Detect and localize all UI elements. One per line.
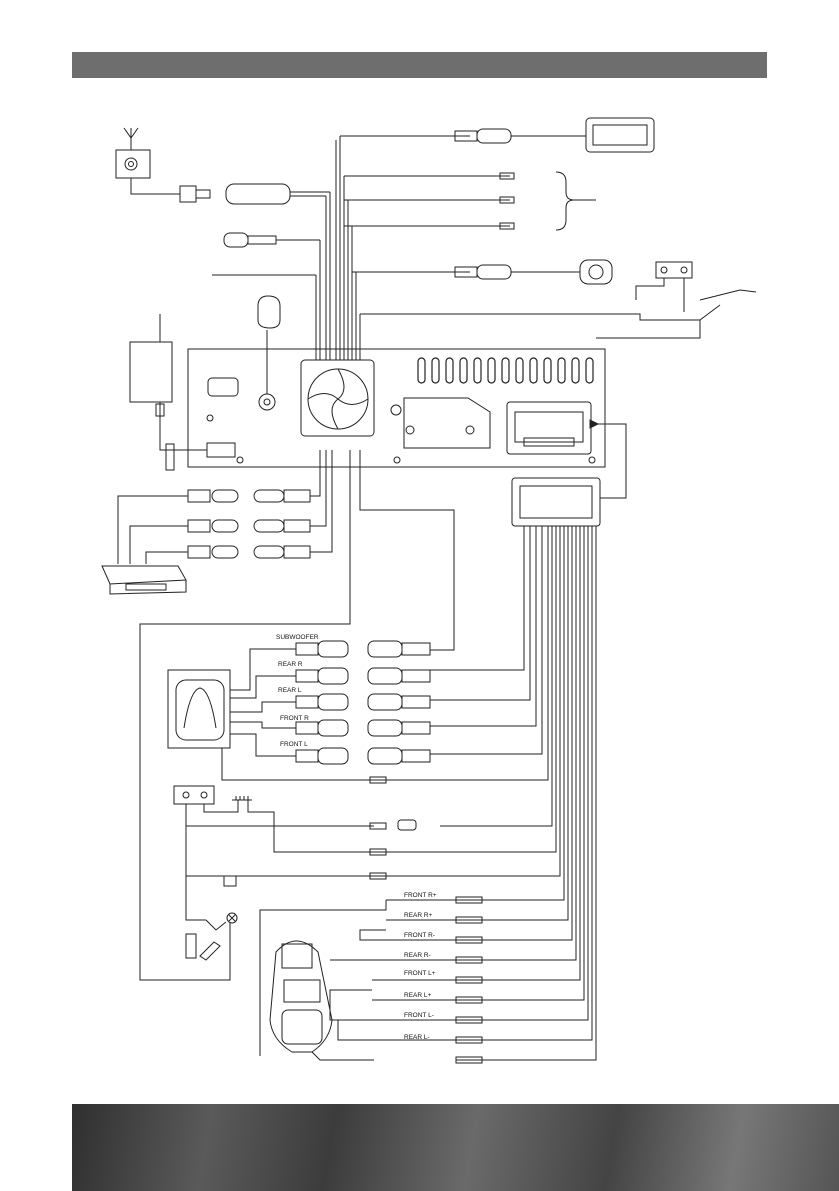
label-rear-r-plus: REAR R+ [404, 912, 433, 919]
head-unit-rear-panel [187, 330, 606, 468]
harness-wires [370, 526, 597, 1061]
camera-icon [454, 259, 613, 285]
label-rear-l: REAR L [278, 687, 302, 694]
label-rear-l-plus: REAR L+ [404, 992, 431, 999]
label-rear-r-minus: REAR R- [404, 952, 431, 959]
label-front-r-plus: FRONT R+ [404, 892, 437, 899]
label-subwoofer: SUBWOOFER [276, 634, 319, 641]
parking-brake-icon [510, 261, 757, 339]
label-front-r-minus: FRONT R- [404, 932, 435, 939]
amplifier-icon [167, 669, 231, 749]
speaker-labels: FRONT R+ REAR R+ FRONT R- REAR R- FRONT … [404, 892, 437, 1041]
amp-rca-outputs [139, 450, 455, 981]
ignition-key-icon [185, 912, 238, 961]
antenna-icon [115, 127, 291, 248]
speaker-wires [329, 899, 456, 1041]
car-icon [259, 900, 387, 1061]
footer-decoration [72, 1104, 839, 1191]
label-rear-l-minus: REAR L- [404, 1034, 430, 1041]
power-wires [185, 800, 417, 921]
label-front-l-minus: FRONT L- [404, 1012, 434, 1019]
external-module-icon [129, 314, 207, 471]
cable-bundle [212, 135, 510, 360]
dvd-changer-icon [101, 565, 187, 595]
header-bar [72, 52, 767, 78]
battery-icon [173, 785, 215, 805]
gps-antenna-icon [257, 295, 281, 329]
label-front-l: FRONT L [280, 741, 308, 748]
rca-pairs-upper [117, 450, 333, 564]
label-rear-r: REAR R [278, 661, 303, 668]
wiring-diagram: SUBWOOFER REAR R REAR L FRONT R FRONT L … [101, 117, 757, 1064]
label-front-r: FRONT R [280, 715, 309, 722]
monitor-icon [454, 117, 655, 153]
label-front-l-plus: FRONT L+ [404, 970, 436, 977]
three-leads [499, 171, 596, 231]
wire-end-plugs [369, 776, 483, 1064]
output-labels: SUBWOOFER REAR R REAR L FRONT R FRONT L [276, 634, 319, 748]
ground-icon [232, 796, 252, 801]
